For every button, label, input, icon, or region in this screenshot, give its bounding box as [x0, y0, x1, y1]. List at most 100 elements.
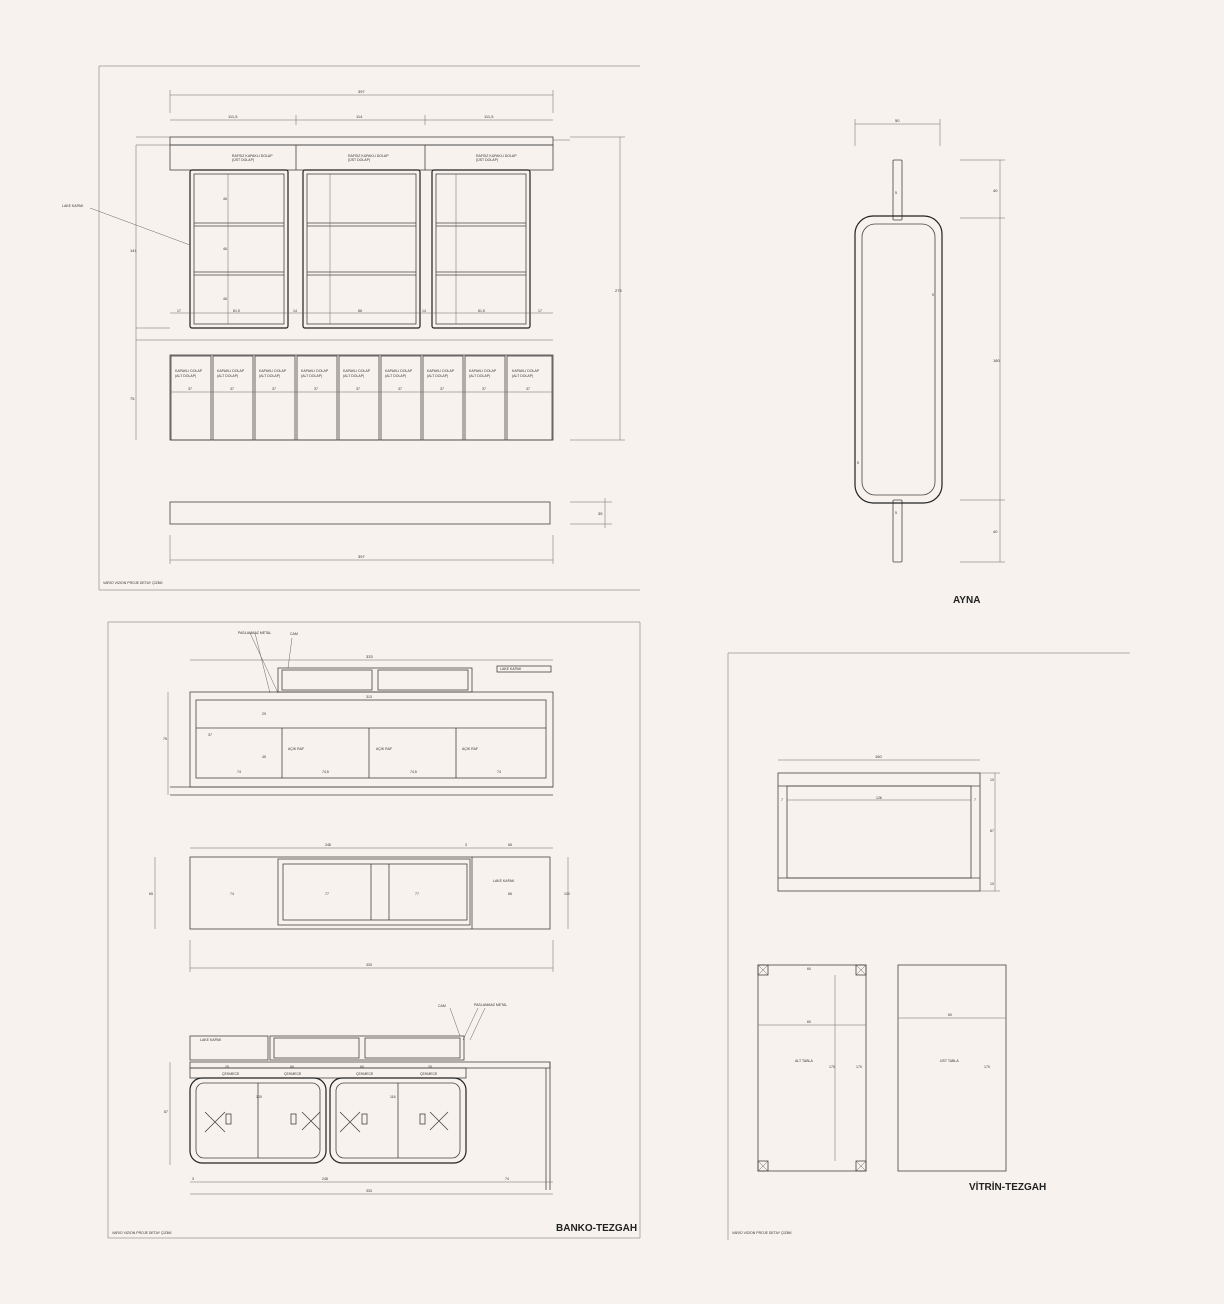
- banko-plan-inner-1: 74: [230, 892, 234, 896]
- lower-dim-7: 37: [440, 387, 444, 391]
- sheet-vitrin: 160 126 7 7 10 87 10 60 60 ALT TABLA 170…: [727, 652, 1130, 1240]
- banko-front-bottom-1: 74: [237, 770, 241, 774]
- side-dim-1: 17: [177, 309, 181, 313]
- sheet1-footer: VARIO VIZION PROJE DETAY ÇİZİMİ: [103, 580, 162, 585]
- lower-cabinet-label-1: KAPAKLI DOLAP: [175, 369, 203, 373]
- banko-plan-inner-3: 77: [415, 892, 419, 896]
- sheet3-footer: VARIO VIZION PROJE DETAY ÇİZİMİ: [112, 1230, 171, 1235]
- banko-back-panel-right: [329, 1077, 467, 1164]
- banko-back-height: 87: [164, 1110, 168, 1114]
- banko-drawer-3: ÇEKMECE: [356, 1072, 374, 1076]
- banko-front-h2: 37: [208, 733, 212, 737]
- shelf-dim-2: 46: [223, 247, 227, 251]
- lower-cabinet-label-7: KAPAKLI DOLAP: [427, 369, 455, 373]
- vitrin-front-h3: 10: [990, 882, 994, 886]
- lower-cabinet-sub-8: (ALT DOLAP): [469, 374, 490, 378]
- banko-back-module-1: 100: [256, 1095, 262, 1099]
- banko-front-inner: 313: [366, 695, 372, 699]
- vitrin-tabla-height-3: 170: [984, 1065, 990, 1069]
- side-dim-3: 14: [422, 309, 426, 313]
- lower-dim-2: 37: [230, 387, 234, 391]
- lower-cabinet-sub-5: (ALT DOLAP): [343, 374, 364, 378]
- mirror-frame-dim-4: 5: [895, 511, 897, 515]
- mirror-frame: [854, 215, 943, 504]
- banko-stainless-label-2: PASLANMAZ METAL: [474, 1003, 507, 1007]
- banko-drawer-4: ÇEKMECE: [420, 1072, 438, 1076]
- banko-open-shelf-3: AÇIK RAF: [462, 747, 478, 751]
- vitrin-front-side-2: 7: [974, 798, 976, 802]
- vitrin-bottom-tabla-label: ALT TABLA: [795, 1059, 813, 1063]
- lower-cabinet-label-9: KAPAKLI DOLAP: [512, 369, 540, 373]
- mirror-glass: [861, 223, 936, 496]
- module-width-2: 114: [356, 114, 363, 119]
- banko-drawer-1: ÇEKMECE: [222, 1072, 240, 1076]
- banko-plan-body: [189, 856, 551, 930]
- lower-dim-6: 37: [398, 387, 402, 391]
- vitrin-bottom-tabla: [757, 964, 867, 1172]
- banko-back-bottom-3: 3: [192, 1177, 194, 1181]
- banko-front-h1: 29: [262, 712, 266, 716]
- vitrin-front-h2: 87: [990, 829, 994, 833]
- upper-cabinets: [189, 169, 531, 329]
- drawer-handle-icons: [204, 1111, 449, 1133]
- banko-front-bottom-4: 74: [497, 770, 501, 774]
- vitrin-top-tabla-label: ÜST TABLA: [940, 1059, 959, 1063]
- banko-back-drawer-1: 25: [225, 1065, 229, 1069]
- inner-width-2: 86: [358, 309, 362, 313]
- banko-back-width: 333: [366, 1189, 372, 1193]
- inner-width-3: 81,5: [478, 309, 485, 313]
- banko-front-h3: 45: [262, 755, 266, 759]
- upper-cabinet-label-2: RAFSIZ KAPAKLI DOLAP: [348, 154, 389, 158]
- banko-plan-dim-2: 65: [508, 843, 512, 847]
- lower-cabinets: [169, 354, 554, 441]
- banko-front-bottom-3: 74,5: [410, 770, 417, 774]
- banko-open-shelf-1: AÇIK RAF: [288, 747, 304, 751]
- lacquer-side-label: LAKE KAPAK: [62, 204, 84, 208]
- lower-cabinet-label-8: KAPAKLI DOLAP: [469, 369, 497, 373]
- module-width-3: 111,5: [484, 114, 494, 119]
- banko-title: BANKO-TEZGAH: [556, 1223, 637, 1234]
- banko-back-drawer-3: 60: [360, 1065, 364, 1069]
- banko-drawer-2: ÇEKMECE: [284, 1072, 302, 1076]
- lower-dim-3: 37: [272, 387, 276, 391]
- vitrin-front-h1: 10: [990, 778, 994, 782]
- mirror-width-dim: 50: [895, 118, 900, 123]
- mirror-top-dim: 40: [993, 188, 998, 193]
- side-dim-2: 14: [293, 309, 297, 313]
- lower-dim-4: 37: [314, 387, 318, 391]
- banko-lacquer-label-1: LAKE KAPAK: [500, 667, 522, 671]
- banko-lacquer-label-2: LAKE KAPAK: [493, 879, 515, 883]
- lower-cabinet-sub-1: (ALT DOLAP): [175, 374, 196, 378]
- lower-dim-8: 37: [482, 387, 486, 391]
- sheet-wall-elevation: 397 111,5 114 111,5 RAFSIZ KAPAKLI DOLAP…: [62, 65, 640, 591]
- banko-plan-inner-4: 66: [508, 892, 512, 896]
- banko-glass-label-2: CAM: [438, 1004, 446, 1008]
- module-width-1: 111,5: [228, 114, 238, 119]
- lower-cabinet-label-3: KAPAKLI DOLAP: [259, 369, 287, 373]
- banko-back-bottom-2: 74: [505, 1177, 509, 1181]
- wall-plan-strip: [169, 501, 551, 525]
- upper-cabinet-sub-3: (ÜST DOLAP): [476, 158, 498, 162]
- upper-cabinet-label-1: RAFSIZ KAPAKLI DOLAP: [232, 154, 273, 158]
- lower-cabinet-sub-6: (ALT DOLAP): [385, 374, 406, 378]
- mirror-bottom-dim: 40: [993, 529, 998, 534]
- lower-dim-1: 37: [188, 387, 192, 391]
- vitrin-front-side-1: 7: [781, 798, 783, 802]
- shelf-dim-1: 46: [223, 197, 227, 201]
- banko-glass-label-1: CAM: [290, 632, 298, 636]
- vitrin-front-width: 160: [875, 754, 882, 759]
- banko-back-panel-left: [189, 1077, 327, 1164]
- mirror-title: AYNA: [953, 595, 980, 606]
- mirror-frame-dim-2: 5: [932, 293, 934, 297]
- banko-front-h4: 75: [163, 737, 167, 741]
- vitrin-tabla-height-1: 170: [829, 1065, 835, 1069]
- lower-cabinet-sub-7: (ALT DOLAP): [427, 374, 448, 378]
- lower-dim-9: 37: [526, 387, 530, 391]
- lower-cabinet-label-4: KAPAKLI DOLAP: [301, 369, 329, 373]
- vitrin-top-tabla: [897, 964, 1007, 1172]
- lower-cabinet-label-2: KAPAKLI DOLAP: [217, 369, 245, 373]
- sheet4-footer: VARIO VIZION PROJE DETAY ÇİZİMİ: [732, 1230, 791, 1235]
- overall-width-dim: 397: [358, 89, 365, 94]
- vitrin-tabla-height-2: 170: [856, 1065, 862, 1069]
